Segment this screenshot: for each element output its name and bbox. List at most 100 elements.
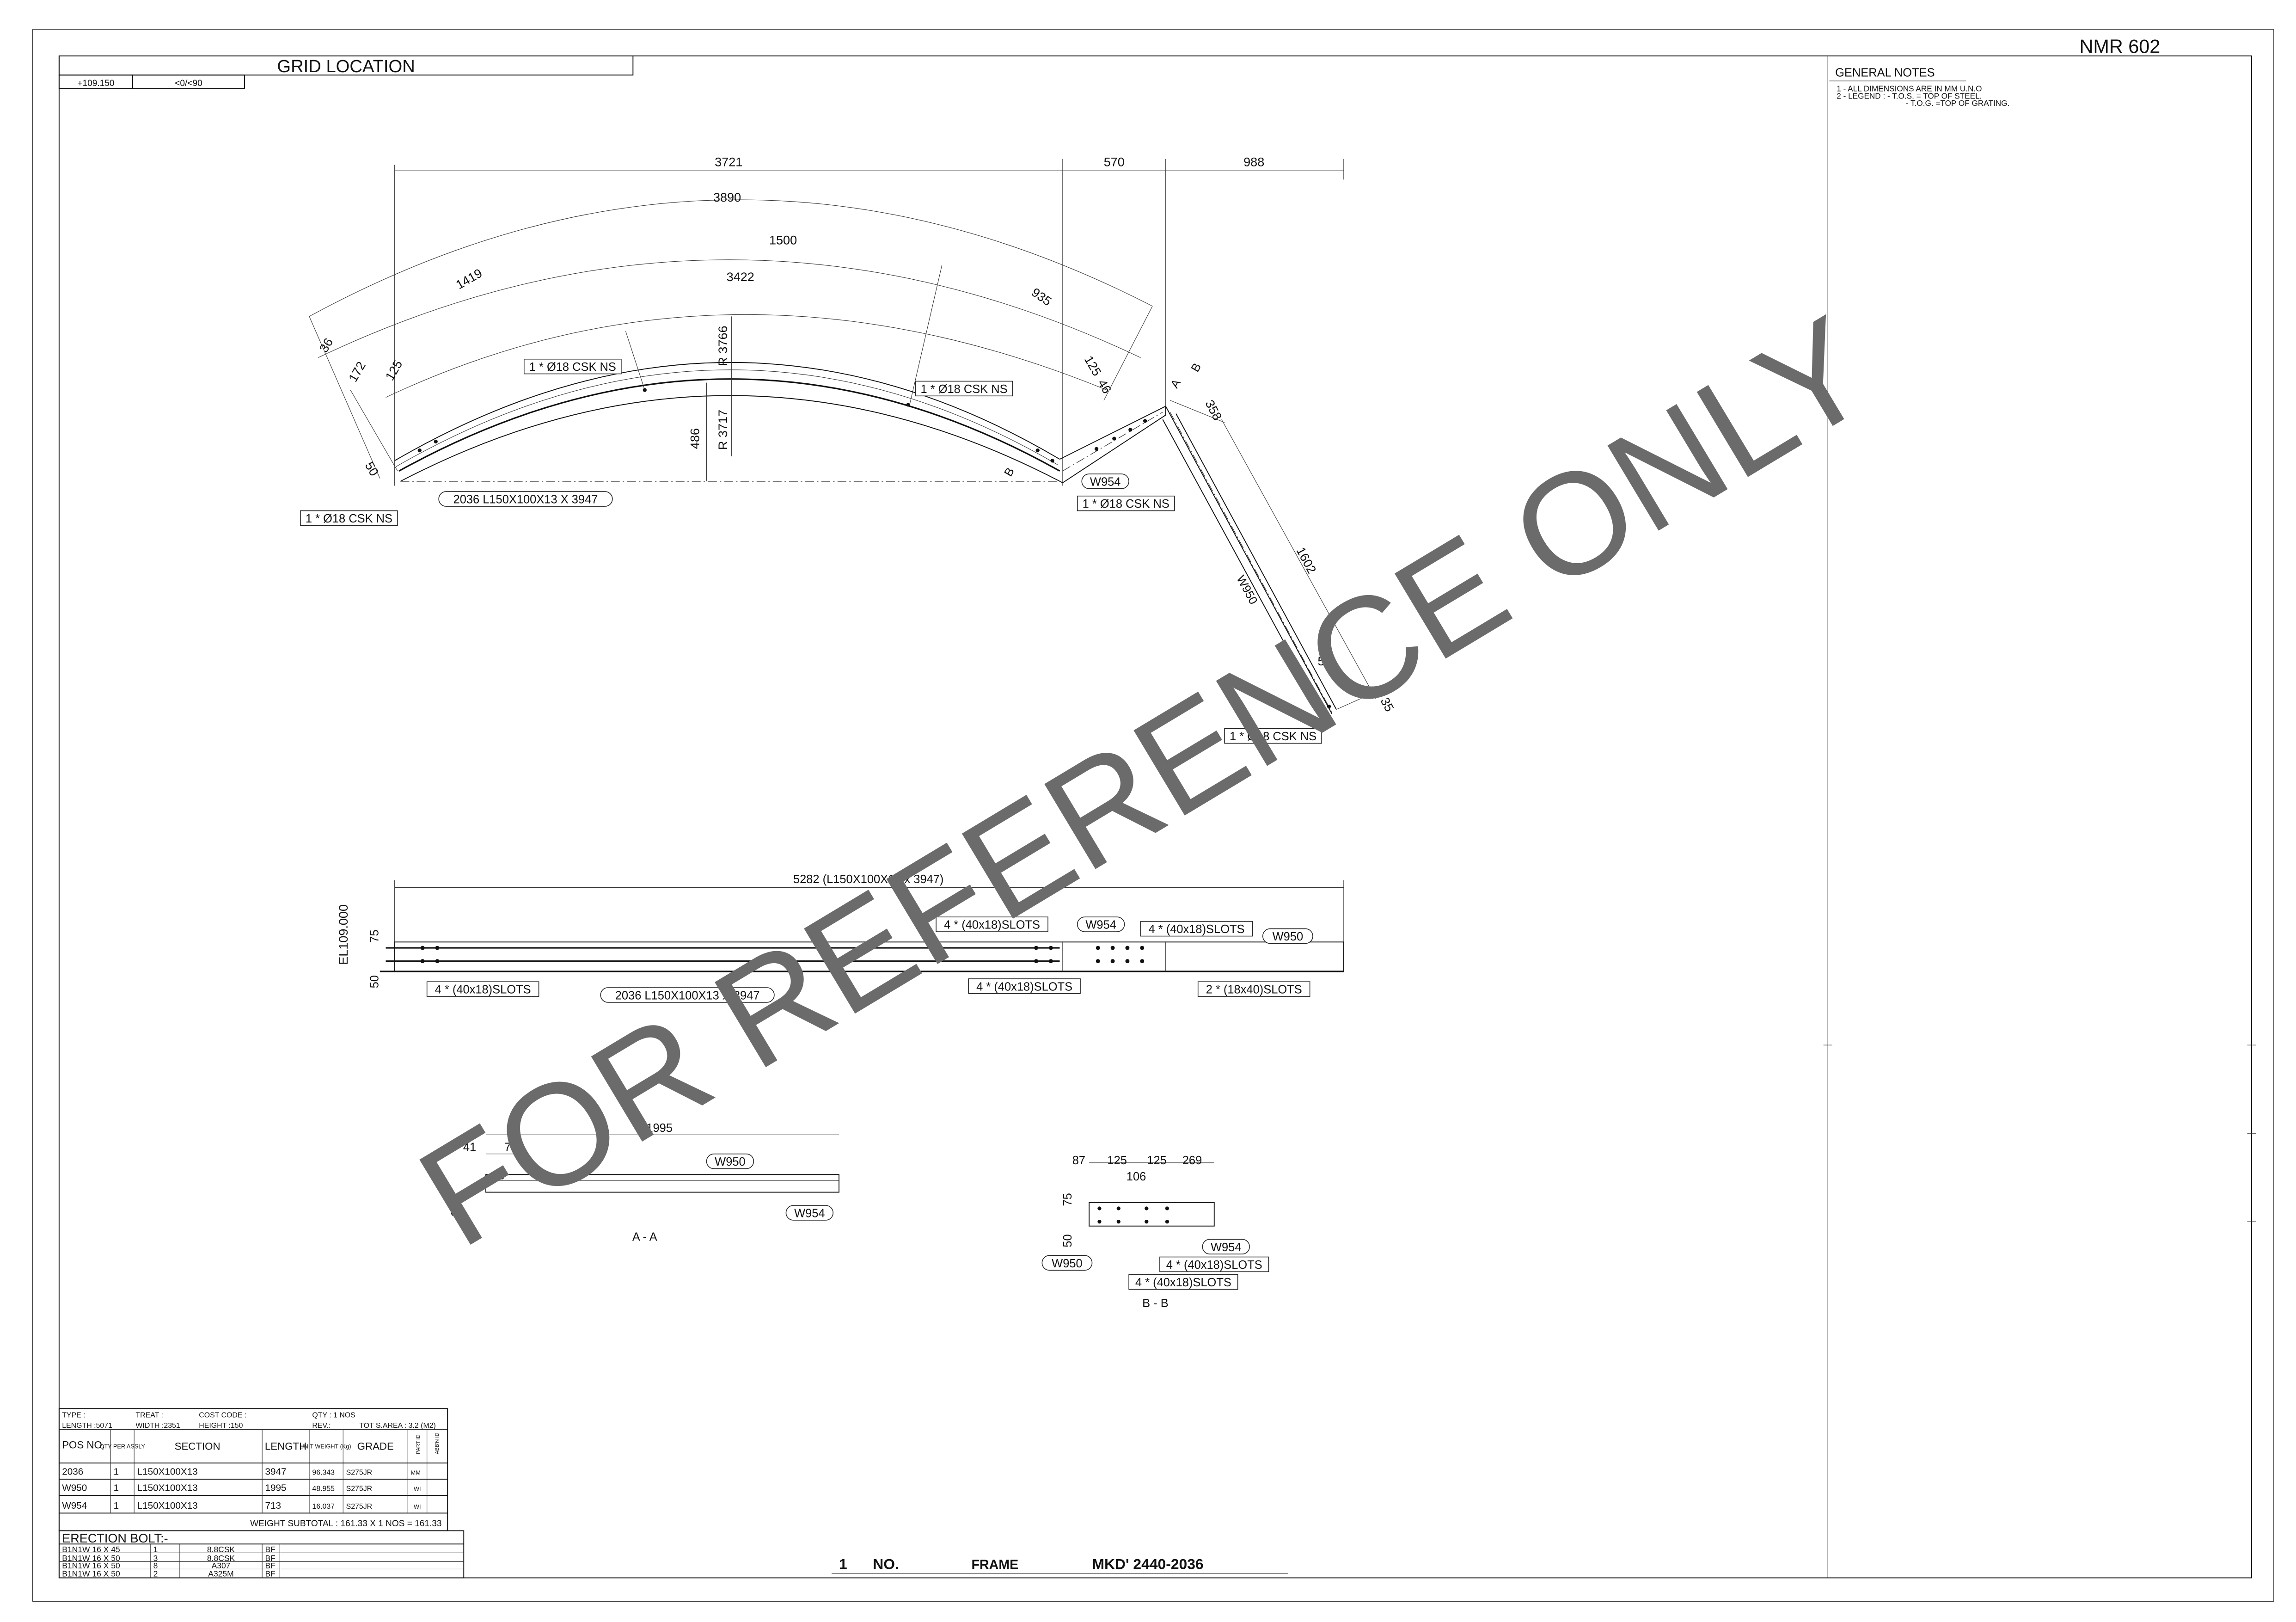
main-arc-outer bbox=[394, 362, 1060, 461]
general-notes: GENERAL NOTES 1 - ALL DIMENSIONS ARE IN … bbox=[1829, 67, 2009, 108]
bom-width: WIDTH :2351 bbox=[135, 1422, 180, 1430]
dim-41: 41 bbox=[463, 1141, 476, 1154]
svg-text:2036: 2036 bbox=[62, 1467, 83, 1477]
hole-label-3: 1 * Ø18 CSK NS bbox=[306, 512, 392, 525]
dim-87: 87 bbox=[1072, 1154, 1085, 1167]
dim-125-bb-a: 125 bbox=[1107, 1154, 1127, 1167]
arc-dim-3890 bbox=[309, 199, 1153, 317]
svg-text:BF: BF bbox=[265, 1545, 276, 1554]
svg-text:BF: BF bbox=[265, 1554, 276, 1563]
dim-106: 106 bbox=[1127, 1170, 1146, 1183]
grid-elevation: +109.150 bbox=[77, 79, 114, 88]
col-section: SECTION bbox=[175, 1441, 220, 1452]
svg-text:B1N1W 16 X 50: B1N1W 16 X 50 bbox=[62, 1569, 120, 1578]
hole-label-1: 1 * Ø18 CSK NS bbox=[529, 361, 616, 374]
bolt-row: B1N1W 16 X 50 8 A307 BF bbox=[62, 1561, 276, 1570]
svg-text:8: 8 bbox=[153, 1561, 158, 1570]
dim-125-right: 125 bbox=[1082, 353, 1104, 378]
outer-border bbox=[32, 29, 2274, 1602]
dim-50-b: 50 bbox=[1317, 654, 1331, 668]
w954-bb-label: W954 bbox=[1211, 1241, 1242, 1254]
dim-overall-5282: 5282 (L150X100X13 x 3947) bbox=[793, 873, 944, 886]
svg-text:L150X100X13: L150X100X13 bbox=[137, 1467, 198, 1477]
svg-text:3947: 3947 bbox=[265, 1467, 287, 1477]
svg-text:L150X100X13: L150X100X13 bbox=[137, 1483, 198, 1493]
svg-text:B1N1W 16 X 50: B1N1W 16 X 50 bbox=[62, 1561, 120, 1570]
w950-bb-label: W950 bbox=[1052, 1257, 1083, 1270]
hole-label-5: 1 * Ø18 CSK NS bbox=[1230, 730, 1316, 743]
svg-text:W954: W954 bbox=[62, 1500, 87, 1511]
dim-1419: 1419 bbox=[453, 266, 484, 292]
dim-1995: 1995 bbox=[646, 1122, 673, 1135]
dim-75-bb: 75 bbox=[1061, 1193, 1074, 1206]
dim-50: 50 bbox=[362, 460, 381, 479]
dim-125-bb-b: 125 bbox=[1147, 1154, 1166, 1167]
col-pos-no: POS NO. bbox=[62, 1439, 105, 1450]
section-bb-title: B - B bbox=[1142, 1297, 1169, 1310]
section-b-marker-2: B bbox=[1002, 466, 1017, 479]
drawing-number: NMR 602 bbox=[2080, 36, 2161, 57]
svg-text:1: 1 bbox=[114, 1483, 119, 1493]
elevation-label: EL109.000 bbox=[337, 904, 350, 965]
svg-text:1: 1 bbox=[114, 1467, 119, 1477]
title-block: 1 NO. FRAME MKD' 2440-2036 bbox=[832, 1555, 1288, 1574]
dim-75: 75 bbox=[368, 929, 381, 942]
w950-plan bbox=[1162, 406, 1337, 717]
dim-3721: 3721 bbox=[715, 155, 742, 169]
dim-125-left: 125 bbox=[383, 358, 405, 383]
dim-50: 50 bbox=[368, 975, 381, 988]
hole-label-4: 1 * Ø18 CSK NS bbox=[1083, 498, 1169, 510]
col-qty: QTY PER ASSLY bbox=[99, 1443, 145, 1450]
svg-text:L150X100X13: L150X100X13 bbox=[137, 1500, 198, 1511]
dim-486: 486 bbox=[688, 428, 702, 449]
dim-3422: 3422 bbox=[727, 270, 754, 284]
bolt-marks bbox=[417, 388, 1331, 709]
radius-3717: R 3717 bbox=[716, 410, 730, 450]
svg-text:WI: WI bbox=[414, 1503, 421, 1510]
svg-text:B1N1W 16 X 50: B1N1W 16 X 50 bbox=[62, 1554, 120, 1563]
dim-935: 935 bbox=[1029, 285, 1054, 308]
svg-text:96.343: 96.343 bbox=[312, 1469, 335, 1477]
bom-area: TOT S.AREA : 3.2 (M2) bbox=[359, 1422, 436, 1430]
col-grade: GRADE bbox=[357, 1441, 394, 1452]
title-desc: FRAME bbox=[972, 1557, 1019, 1572]
note-1: 1 - ALL DIMENSIONS ARE IN MM U.N.O bbox=[1837, 84, 1982, 93]
elevation-view: 5282 (L150X100X13 x 3947) EL109.000 75 5… bbox=[337, 873, 1344, 1003]
bom-treat: TREAT : bbox=[135, 1412, 163, 1419]
bom-qty: QTY : 1 NOS bbox=[312, 1412, 355, 1419]
dim-36: 36 bbox=[317, 336, 336, 355]
svg-text:A325M: A325M bbox=[208, 1569, 233, 1578]
svg-text:8.8CSK: 8.8CSK bbox=[207, 1554, 235, 1563]
title-no: NO. bbox=[873, 1555, 899, 1572]
dim-172: 172 bbox=[346, 359, 368, 384]
svg-text:MM: MM bbox=[411, 1469, 421, 1476]
erection-bolt-title: ERECTION BOLT:- bbox=[62, 1531, 168, 1545]
slots-label-5: 2 * (18x40)SLOTS bbox=[1206, 983, 1302, 996]
w954-elev-label: W954 bbox=[1085, 919, 1116, 932]
dim-3890: 3890 bbox=[713, 190, 741, 204]
slots-label-2: 4 * (40x18)SLOTS bbox=[944, 919, 1040, 932]
bom-height: HEIGHT :150 bbox=[199, 1422, 243, 1430]
slots-label-4: 4 * (40x18)SLOTS bbox=[976, 980, 1072, 993]
svg-text:BF: BF bbox=[265, 1561, 276, 1570]
svg-text:B1N1W 16 X 45: B1N1W 16 X 45 bbox=[62, 1545, 120, 1554]
dim-75-aa: 75 bbox=[504, 1141, 517, 1154]
svg-text:A307: A307 bbox=[212, 1561, 231, 1570]
note-3: - T.O.G. =TOP OF GRATING. bbox=[1906, 98, 2009, 108]
col-abbn-id: ABB'N ID bbox=[435, 1432, 440, 1454]
svg-text:2: 2 bbox=[153, 1569, 158, 1578]
col-unit-weight: UNIT WEIGHT (Kg) bbox=[300, 1443, 351, 1450]
title-qty: 1 bbox=[839, 1555, 847, 1572]
svg-text:S275JR: S275JR bbox=[346, 1503, 373, 1511]
arc-dim-3422 bbox=[386, 314, 1107, 398]
hole-label-2: 1 * Ø18 CSK NS bbox=[921, 383, 1008, 396]
bom-cost-code: COST CODE : bbox=[199, 1412, 246, 1419]
svg-text:1995: 1995 bbox=[265, 1483, 287, 1493]
section-b-marker: B bbox=[1189, 361, 1204, 375]
bom-rev: REV.: bbox=[312, 1422, 331, 1430]
w954-plan bbox=[1059, 406, 1166, 483]
